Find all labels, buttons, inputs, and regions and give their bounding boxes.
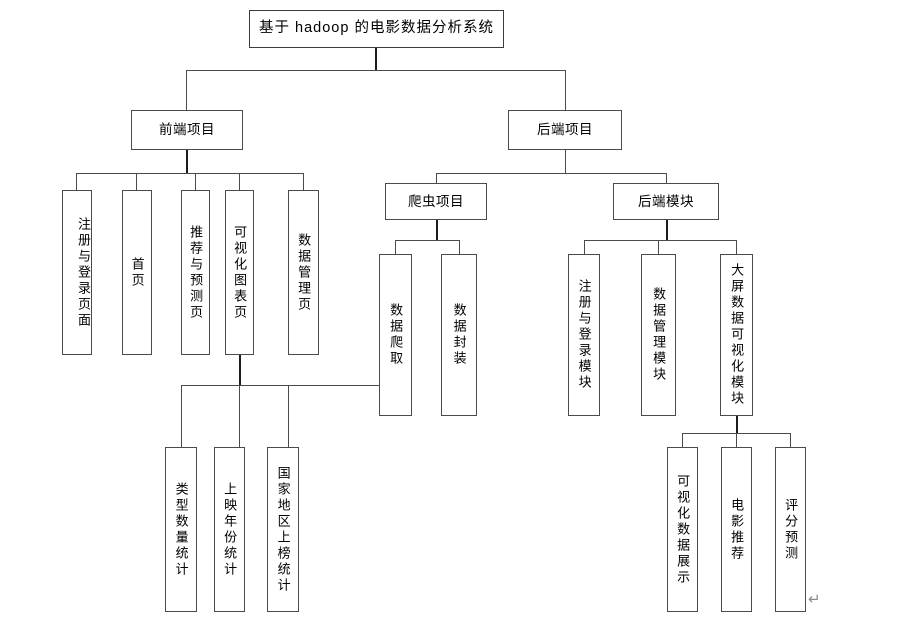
node-register-login-page[interactable]: 注册与登录页面 [62, 190, 92, 355]
node-frontend-project[interactable]: 前端项目 [131, 110, 243, 150]
node-register-login-module[interactable]: 注册与登录模块 [568, 254, 600, 416]
connector-crawler-stem [436, 220, 438, 240]
connector-backend-drop-crawler [436, 173, 437, 183]
connector-backend-drop-module [666, 173, 667, 183]
connector-root-to-frontend [186, 70, 187, 110]
node-root-system[interactable]: 基于 hadoop 的电影数据分析系统 [249, 10, 504, 48]
connector-chartpage-stem [239, 355, 241, 385]
connector-frontend-stem [186, 150, 188, 173]
node-movie-recommendation[interactable]: 电影推荐 [721, 447, 752, 612]
connector-chartpage-bus [181, 385, 388, 386]
connector-frontend-bus [76, 173, 303, 174]
node-recommend-predict-page[interactable]: 推荐与预测页 [181, 190, 210, 355]
node-visual-data-display[interactable]: 可视化数据展示 [667, 447, 698, 612]
paragraph-return-mark: ↵ [808, 591, 821, 608]
node-data-crawl[interactable]: 数据爬取 [379, 254, 412, 416]
connector-frontend-drop-1 [76, 173, 77, 190]
connector-backend-stem [565, 150, 566, 173]
connector-root-stem [375, 48, 377, 70]
connector-root-to-backend [565, 70, 566, 110]
connector-backend-module-bus [584, 240, 736, 241]
connector-backend-module-stem [666, 220, 668, 240]
connector-bigscreen-drop-2 [736, 433, 737, 447]
connector-chartpage-drop-3 [288, 385, 289, 447]
node-home-page[interactable]: 首页 [122, 190, 152, 355]
connector-frontend-drop-2 [136, 173, 137, 190]
node-country-region-rank-stats[interactable]: 国家地区上榜统计 [267, 447, 299, 612]
node-backend-project[interactable]: 后端项目 [508, 110, 622, 150]
connector-backend-module-drop-3 [736, 240, 737, 254]
connector-crawler-drop-2 [459, 240, 460, 254]
node-rating-prediction[interactable]: 评分预测 [775, 447, 806, 612]
node-release-year-stats[interactable]: 上映年份统计 [214, 447, 245, 612]
connector-chartpage-drop-2 [239, 385, 240, 447]
connector-backend-module-drop-1 [584, 240, 585, 254]
node-backend-module[interactable]: 后端模块 [613, 183, 719, 220]
node-data-encapsulation[interactable]: 数据封装 [441, 254, 477, 416]
connector-crawler-drop-1 [395, 240, 396, 254]
connector-crawler-bus [395, 240, 459, 241]
node-crawler-project[interactable]: 爬虫项目 [385, 183, 487, 220]
connector-backend-bus [436, 173, 666, 174]
connector-backend-module-drop-2 [658, 240, 659, 254]
connector-root-bus [186, 70, 566, 71]
node-data-management-page[interactable]: 数据管理页 [288, 190, 319, 355]
node-visualization-chart-page[interactable]: 可视化图表页 [225, 190, 254, 355]
connector-bigscreen-stem [736, 416, 738, 433]
connector-bigscreen-drop-1 [682, 433, 683, 447]
connector-chartpage-drop-1 [181, 385, 182, 447]
connector-frontend-drop-4 [239, 173, 240, 190]
connector-bigscreen-drop-3 [790, 433, 791, 447]
connector-frontend-drop-3 [195, 173, 196, 190]
connector-frontend-drop-5 [303, 173, 304, 190]
node-bigscreen-visualization-module[interactable]: 大屏数据可视化模块 [720, 254, 753, 416]
node-genre-count-stats[interactable]: 类型数量统计 [165, 447, 197, 612]
node-data-management-module[interactable]: 数据管理模块 [641, 254, 676, 416]
